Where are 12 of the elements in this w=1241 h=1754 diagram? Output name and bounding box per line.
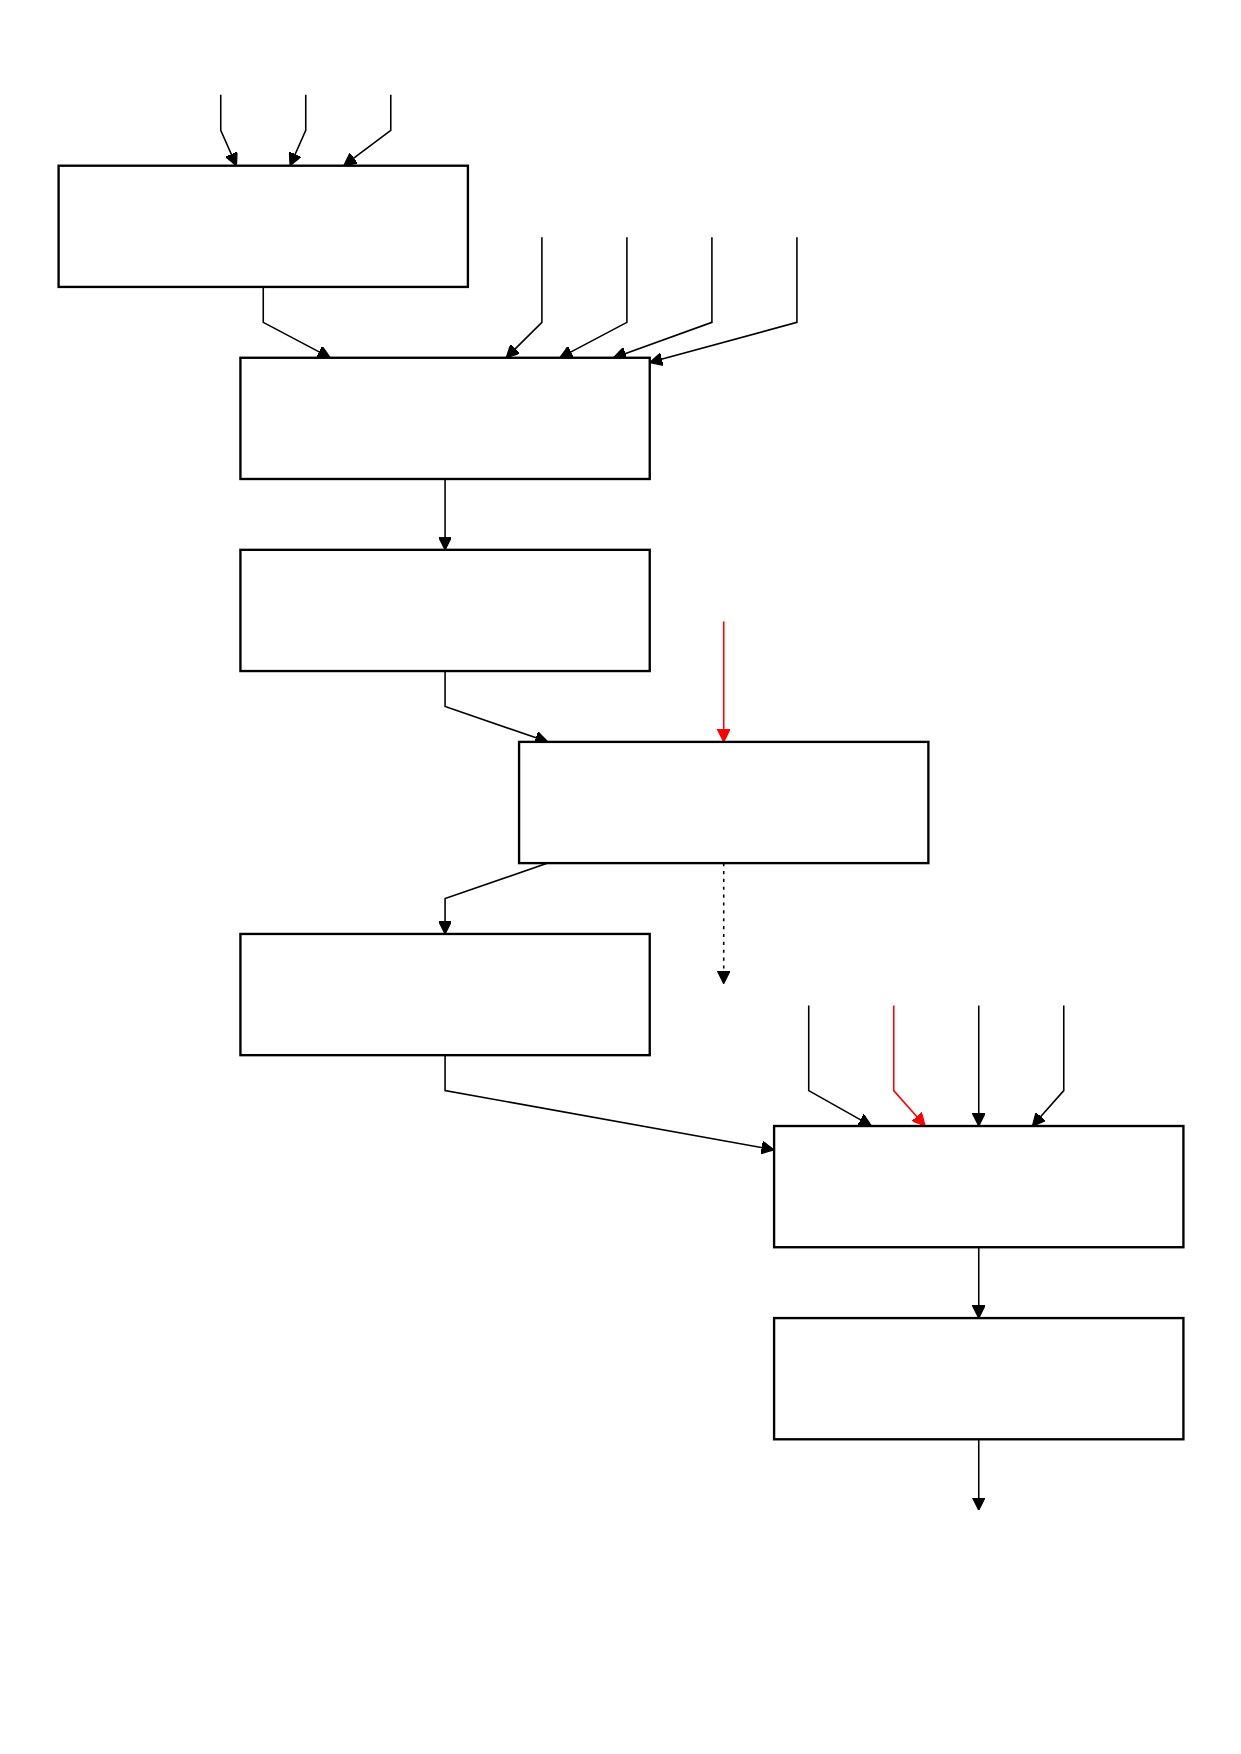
- node-box: [238, 548, 651, 673]
- node-box: [772, 1316, 1185, 1441]
- arrow: [971, 1004, 986, 1127]
- node-box: [238, 356, 651, 481]
- node-box: [772, 1124, 1185, 1249]
- node-box: [238, 932, 651, 1057]
- node-box: [56, 164, 469, 289]
- arrow: [648, 236, 798, 366]
- arrow: [807, 1004, 872, 1127]
- node-box: [517, 740, 930, 865]
- arrow: [1031, 1004, 1065, 1127]
- arrow: [892, 1004, 926, 1127]
